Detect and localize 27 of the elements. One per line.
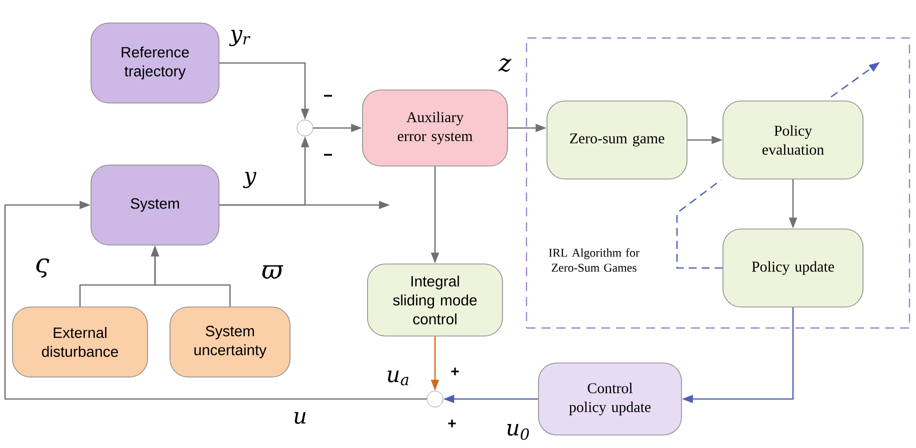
- process-box: System: [90, 164, 220, 246]
- edge-label: u$_{0}$: [507, 424, 529, 440]
- process-box: Policy evaluation: [722, 100, 864, 180]
- sign-label: ϖ: [262, 265, 284, 279]
- sign-label: ς: [36, 258, 50, 278]
- process-box: External disturbance: [12, 306, 148, 378]
- summing-junction: [426, 390, 444, 408]
- process-box: Policy update: [722, 228, 864, 308]
- edge-label: u: [294, 412, 306, 424]
- dashed-group-box: [526, 37, 910, 329]
- edge-label: u$_{a}$: [388, 370, 408, 386]
- summing-junction: [296, 120, 314, 136]
- sign-label: +: [451, 368, 459, 376]
- process-box: Reference trajectory: [90, 22, 220, 104]
- sign-label: z: [498, 58, 512, 72]
- process-box: System uncertainty: [170, 306, 290, 378]
- edge-label: y: [243, 172, 256, 188]
- sign-label: −: [324, 94, 332, 97]
- sign-label: −: [324, 154, 332, 156]
- process-box: Integral sliding mode control: [367, 264, 503, 336]
- arrow: [4, 200, 427, 400]
- process-box: Zero-sum game: [546, 100, 688, 180]
- process-box: Auxiliary error system: [362, 90, 508, 166]
- process-box: Control policy update: [538, 362, 682, 436]
- sign-label: +: [448, 420, 456, 428]
- edge-label: y$_{r}$: [229, 30, 250, 46]
- group-label: IRL Algorithm for Zero-Sum Games: [548, 248, 640, 272]
